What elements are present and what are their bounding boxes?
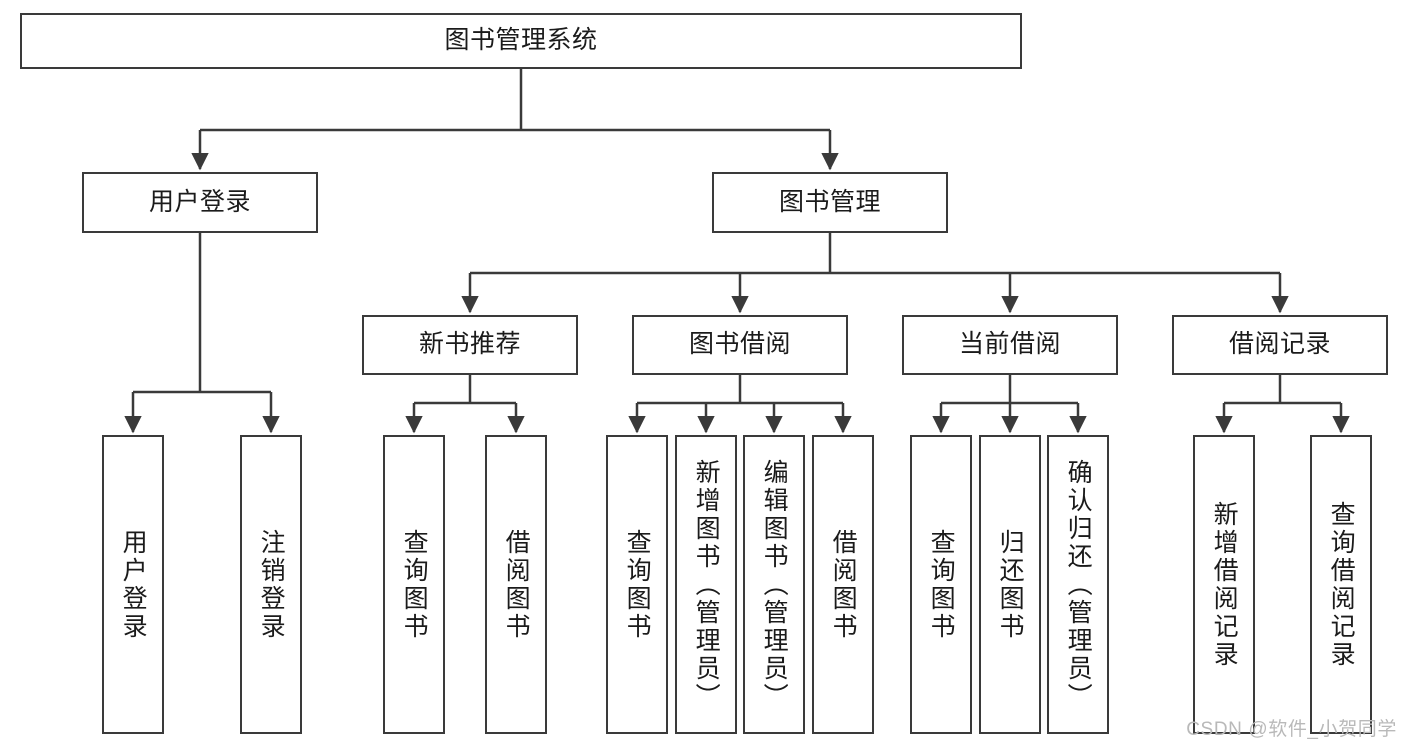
node-leaf-borrow-book-2[interactable]: 借阅图书 xyxy=(812,435,874,734)
node-new-book-recommend-label: 新书推荐 xyxy=(418,330,521,359)
node-leaf-query-book-1[interactable]: 查询图书 xyxy=(383,435,445,734)
node-leaf-edit-book[interactable]: 编辑图书（管理员） xyxy=(743,435,805,734)
node-leaf-query-book-2[interactable]: 查询图书 xyxy=(606,435,668,734)
node-leaf-query-book-1-label: 查询图书 xyxy=(400,528,429,641)
node-current-borrow[interactable]: 当前借阅 xyxy=(902,315,1118,375)
node-leaf-borrow-book-1-label: 借阅图书 xyxy=(502,528,531,641)
node-leaf-query-book-3[interactable]: 查询图书 xyxy=(910,435,972,734)
node-leaf-confirm-return-label: 确认归还（管理员） xyxy=(1064,458,1093,711)
node-leaf-query-record[interactable]: 查询借阅记录 xyxy=(1310,435,1372,734)
node-user-login[interactable]: 用户登录 xyxy=(82,172,318,233)
node-borrow-record[interactable]: 借阅记录 xyxy=(1172,315,1388,375)
node-root[interactable]: 图书管理系统 xyxy=(20,13,1022,69)
node-leaf-borrow-book-2-label: 借阅图书 xyxy=(829,528,858,641)
node-leaf-return-book[interactable]: 归还图书 xyxy=(979,435,1041,734)
node-new-book-recommend[interactable]: 新书推荐 xyxy=(362,315,578,375)
node-leaf-user-login[interactable]: 用户登录 xyxy=(102,435,164,734)
node-leaf-user-login-label: 用户登录 xyxy=(119,528,148,641)
node-leaf-add-book[interactable]: 新增图书（管理员） xyxy=(675,435,737,734)
node-book-manage[interactable]: 图书管理 xyxy=(712,172,948,233)
node-book-borrow-label: 图书借阅 xyxy=(688,330,791,359)
node-leaf-query-book-3-label: 查询图书 xyxy=(927,528,956,641)
node-leaf-logout-login-label: 注销登录 xyxy=(257,528,286,641)
node-leaf-return-book-label: 归还图书 xyxy=(996,528,1025,641)
node-book-manage-label: 图书管理 xyxy=(778,187,881,216)
node-leaf-add-record-label: 新增借阅记录 xyxy=(1210,500,1239,669)
node-leaf-confirm-return[interactable]: 确认归还（管理员） xyxy=(1047,435,1109,734)
node-leaf-query-record-label: 查询借阅记录 xyxy=(1327,500,1356,669)
watermark: CSDN @软件_小贺同学 xyxy=(1186,719,1397,740)
node-book-borrow[interactable]: 图书借阅 xyxy=(632,315,848,375)
node-root-label: 图书管理系统 xyxy=(444,26,598,55)
node-leaf-logout-login[interactable]: 注销登录 xyxy=(240,435,302,734)
node-leaf-edit-book-label: 编辑图书（管理员） xyxy=(760,458,789,711)
node-user-login-label: 用户登录 xyxy=(148,187,251,216)
node-leaf-add-book-label: 新增图书（管理员） xyxy=(692,458,721,711)
node-current-borrow-label: 当前借阅 xyxy=(958,330,1061,359)
node-borrow-record-label: 借阅记录 xyxy=(1228,330,1331,359)
node-leaf-add-record[interactable]: 新增借阅记录 xyxy=(1193,435,1255,734)
node-leaf-borrow-book-1[interactable]: 借阅图书 xyxy=(485,435,547,734)
node-leaf-query-book-2-label: 查询图书 xyxy=(623,528,652,641)
